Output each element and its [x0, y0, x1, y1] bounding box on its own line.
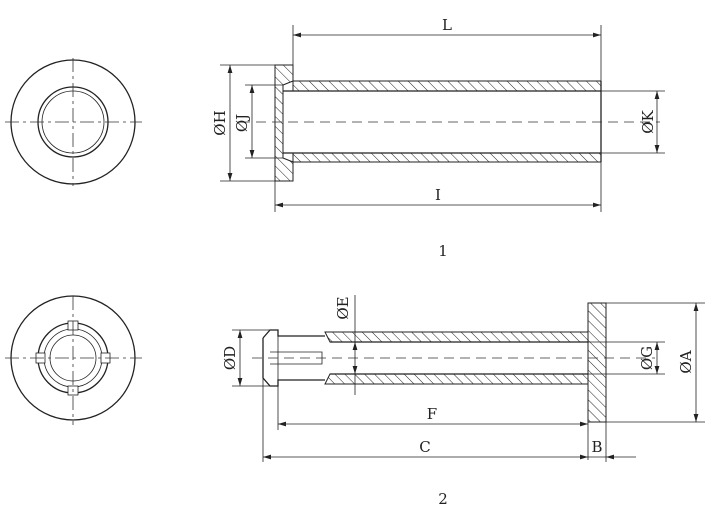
dim-label-J: ØJ: [233, 114, 251, 132]
figure-2-dimensions: ØE ØD F C B ØG: [221, 295, 705, 462]
dim-label-A: ØA: [677, 350, 695, 373]
dim-label-L: L: [442, 16, 452, 34]
figure-2: ØE ØD F C B ØG: [5, 295, 705, 508]
figure-1-caption: 1: [438, 242, 448, 260]
figure-2-section-view: [252, 302, 655, 423]
figure-1-end-view: [5, 58, 142, 186]
figure-2-end-view: [5, 295, 142, 425]
dim-label-H: ØH: [211, 110, 229, 135]
dim-label-C: C: [419, 438, 430, 456]
dim-label-D: ØD: [221, 346, 239, 370]
figure-1: L I ØH ØJ ØK 1: [5, 16, 665, 260]
figure-2-caption: 2: [438, 490, 448, 508]
dim-label-B: B: [591, 438, 602, 456]
dim-label-E: ØE: [334, 296, 352, 319]
figure-1-dimensions: L I ØH ØJ ØK: [211, 16, 665, 212]
dim-label-I: I: [435, 186, 441, 204]
dim-label-K: ØK: [639, 109, 657, 133]
dim-label-G: ØG: [638, 346, 656, 370]
dim-label-F: F: [427, 405, 437, 423]
figure-1-section-view: [240, 64, 660, 182]
